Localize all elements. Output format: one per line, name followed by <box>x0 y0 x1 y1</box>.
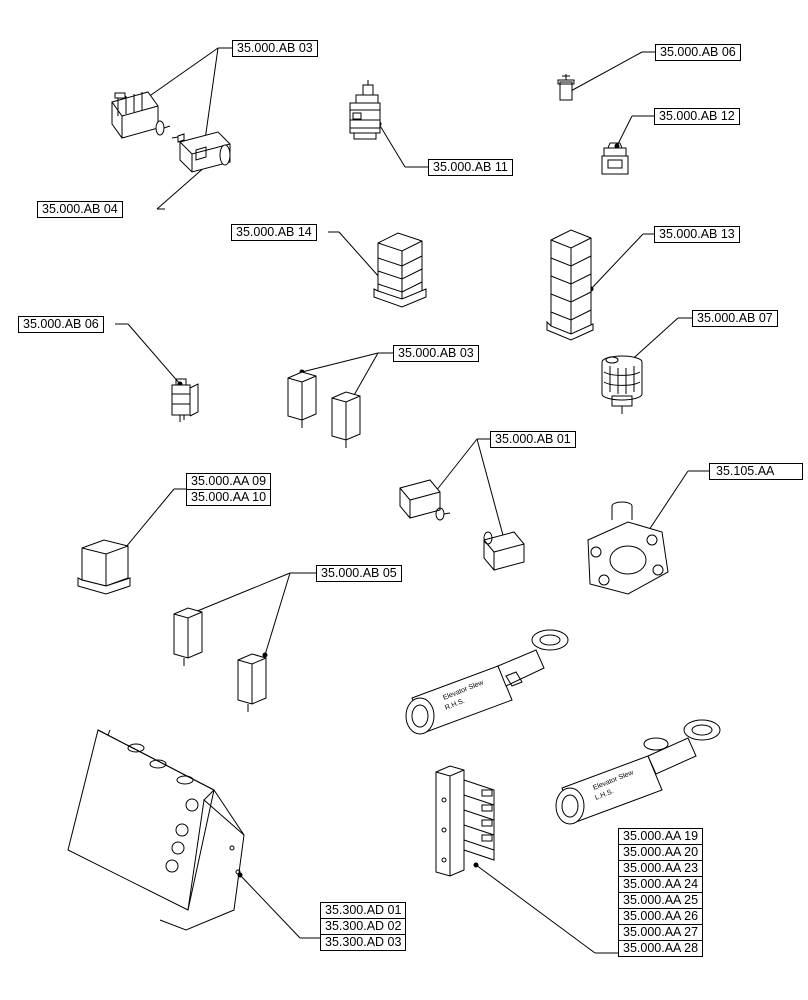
cylinder-lhs: Elevator Slew L.H.S. <box>555 719 721 825</box>
pump-housing-105aa <box>587 501 669 595</box>
solenoid-ab05-a <box>173 607 203 666</box>
module-aa09-10 <box>77 539 131 595</box>
callout-aa20[interactable]: 35.000.AA 20 <box>619 845 703 861</box>
callout-stack-ad: 35.300.AD 01 35.300.AD 02 35.300.AD 03 <box>320 902 407 951</box>
callout-ad02[interactable]: 35.300.AD 02 <box>321 919 406 935</box>
motor-ab01-a <box>399 479 451 521</box>
callout-aa10[interactable]: 35.000.AA 10 <box>191 490 267 504</box>
connector-ab12 <box>601 142 629 175</box>
callout-ad01[interactable]: 35.300.AD 01 <box>321 903 406 919</box>
callout-ab05[interactable]: 35.000.AB 05 <box>316 565 402 582</box>
callout-ab03-top[interactable]: 35.000.AB 03 <box>232 40 318 57</box>
solenoid-ab05-b <box>237 653 267 712</box>
motor-ab01-b <box>483 531 525 571</box>
cylinder-rhs: Elevator Slew R.H.S. <box>405 629 569 735</box>
callout-ab12[interactable]: 35.000.AB 12 <box>654 108 740 125</box>
callout-aa23[interactable]: 35.000.AA 23 <box>619 861 703 877</box>
callout-aa26[interactable]: 35.000.AA 26 <box>619 909 703 925</box>
callout-ab13[interactable]: 35.000.AB 13 <box>654 226 740 243</box>
callout-aa25[interactable]: 35.000.AA 25 <box>619 893 703 909</box>
callout-stack-aa09-10: 35.000.AA 09 35.000.AA 10 <box>186 473 272 506</box>
callout-ab11[interactable]: 35.000.AB 11 <box>428 159 513 176</box>
callout-ab06-top[interactable]: 35.000.AB 06 <box>655 44 741 61</box>
callout-aa09[interactable]: 35.000.AA 09 <box>187 474 271 490</box>
callout-aa19[interactable]: 35.000.AA 19 <box>619 829 703 845</box>
callout-ab01[interactable]: 35.000.AB 01 <box>490 431 576 448</box>
valve-manifold <box>435 765 495 877</box>
callout-aa28[interactable]: 35.000.AA 28 <box>623 941 699 955</box>
callout-ad03[interactable]: 35.300.AD 03 <box>325 935 402 949</box>
solenoid-ab03-a <box>287 371 317 428</box>
valve-ab11 <box>349 80 381 140</box>
solenoid-motor-1 <box>111 91 171 139</box>
callout-aa24[interactable]: 35.000.AA 24 <box>619 877 703 893</box>
callout-aa27[interactable]: 35.000.AA 27 <box>619 925 703 941</box>
valve-ab06-left <box>171 378 199 422</box>
hydraulic-tank <box>67 729 245 931</box>
callout-ab04[interactable]: 35.000.AB 04 <box>37 201 123 218</box>
leader-lines <box>115 47 710 954</box>
motor-ab07 <box>601 355 643 414</box>
callout-ab03-mid[interactable]: 35.000.AB 03 <box>393 345 479 362</box>
solenoid-ab03-b <box>331 391 361 448</box>
module-ab14 <box>373 232 427 308</box>
callout-stack-aa19-28: 35.000.AA 19 35.000.AA 20 35.000.AA 23 3… <box>618 828 704 957</box>
solenoid-motor-2 <box>171 131 231 173</box>
callout-ab14[interactable]: 35.000.AB 14 <box>231 224 317 241</box>
sensor-ab06-top <box>557 74 575 101</box>
callout-ab07[interactable]: 35.000.AB 07 <box>692 310 778 327</box>
callout-105aa[interactable]: 35.105.AA <box>709 463 804 480</box>
callout-ab06-left[interactable]: 35.000.AB 06 <box>18 316 104 333</box>
module-ab13 <box>546 229 594 341</box>
